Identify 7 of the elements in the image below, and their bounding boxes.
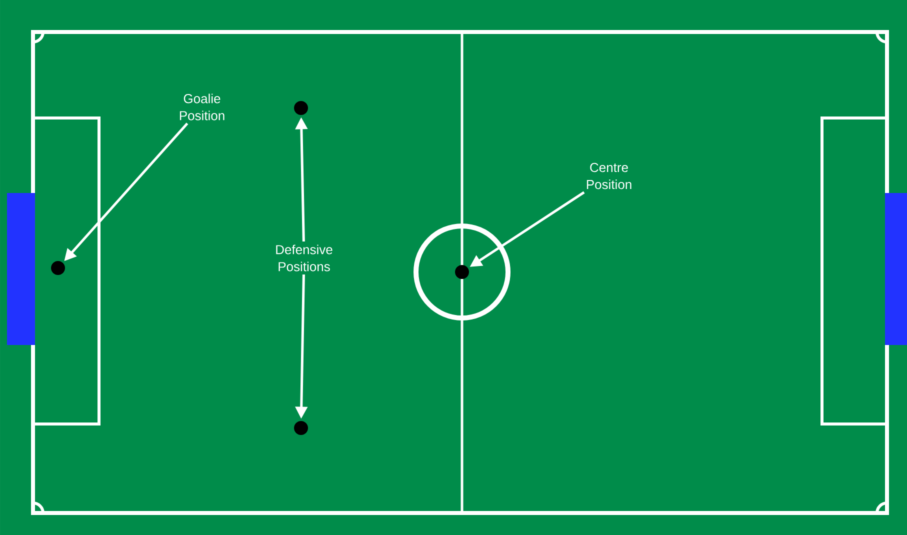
player-dot [51,261,65,275]
position-label: Defensive Positions [276,244,332,272]
position-label: Goalie Position [180,94,224,120]
player-dot [455,264,469,279]
player-dot [294,101,308,115]
position-label: Centre Position [586,162,632,190]
player-dot [294,420,308,435]
